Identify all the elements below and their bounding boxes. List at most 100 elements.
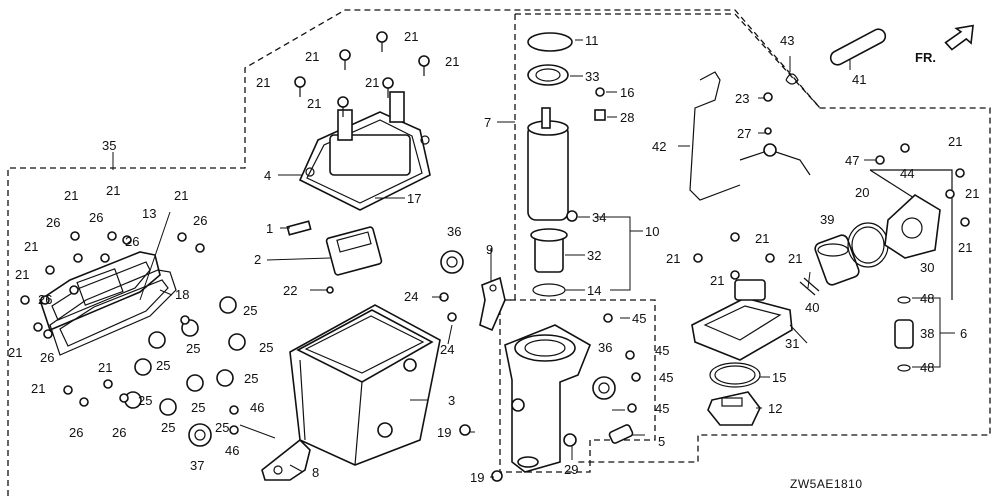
label-28: 28 [620,110,634,125]
label-26-g: 26 [69,425,83,440]
label-21-left-e: 21 [15,267,29,282]
label-23: 23 [735,91,749,106]
label-26-b: 26 [46,215,60,230]
label-25-i: 25 [215,420,229,435]
label-25-a: 25 [243,303,257,318]
label-25-f: 25 [138,393,152,408]
strainer-cover-31 [691,279,793,361]
label-29: 29 [564,462,578,477]
label-37: 37 [190,458,204,473]
relay-2 [325,226,383,276]
filter-cover-30 [884,194,941,259]
label-21-left-d: 21 [24,239,38,254]
label-33: 33 [585,69,599,84]
label-21-right-b: 21 [965,186,979,201]
bracket-8 [261,438,311,481]
label-45-b: 45 [655,343,669,358]
label-25-h: 25 [161,420,175,435]
label-26-d: 26 [125,234,139,249]
label-47: 47 [845,153,859,168]
bracket-9 [479,276,506,332]
label-46-a: 46 [250,400,264,415]
label-31: 31 [785,336,799,351]
label-8: 8 [312,465,319,480]
gasket-20 [847,222,889,268]
label-21-mid-a: 21 [755,231,769,246]
label-42: 42 [652,139,666,154]
label-16: 16 [620,85,634,100]
assembly-6-bracket [870,169,953,300]
diagram-code: ZW5AE1810 [790,477,863,491]
label-26-c: 26 [193,213,207,228]
label-21-top-d: 21 [256,75,270,90]
label-21-top-c: 21 [445,54,459,69]
assembly-pump-boundary [515,13,821,109]
separator-cover [298,91,431,211]
label-32: 32 [587,248,601,263]
label-26-f: 26 [40,350,54,365]
label-21-right-a: 21 [948,134,962,149]
label-25-c: 25 [259,340,273,355]
label-24-a: 24 [404,289,418,304]
wire-harness-42 [689,71,811,201]
label-7: 7 [484,115,491,130]
label-36-b: 36 [598,340,612,355]
label-21-top-a: 21 [404,29,418,44]
cap-37 [188,423,212,447]
label-21-top-f: 21 [307,96,321,111]
holder-12 [707,391,761,426]
hose-41 [829,28,887,66]
vapor-separator-body [289,304,441,466]
label-25-d: 25 [156,358,170,373]
label-44: 44 [900,166,914,181]
label-19-b: 19 [470,470,484,485]
label-6: 6 [960,326,967,341]
label-30: 30 [920,260,934,275]
cap-36a [440,250,464,274]
label-15: 15 [772,370,786,385]
label-34: 34 [592,210,606,225]
label-40: 40 [805,300,819,315]
label-21-left-a: 21 [106,183,120,198]
label-35: 35 [102,138,116,153]
label-26-h: 26 [112,425,126,440]
label-21-left-h: 21 [31,381,45,396]
filter-housing-29 [504,324,592,473]
spring-5 [608,424,634,444]
terminal-1 [286,220,312,236]
direction-label: FR. [915,50,936,65]
label-14: 14 [587,283,601,298]
assembly-7-boundary [499,14,516,472]
label-48-b: 48 [920,360,934,375]
label-20: 20 [855,185,869,200]
label-9: 9 [486,242,493,257]
label-26-e: 26 [38,292,52,307]
label-21-left-c: 21 [174,188,188,203]
label-25-g: 25 [191,400,205,415]
gasket-18 [49,269,177,356]
label-1: 1 [266,221,273,236]
front-direction-indicator: FR. [915,24,974,65]
part-labels: 11 33 16 28 7 34 10 32 14 43 41 23 27 42… [8,29,979,485]
label-21-left-g: 21 [98,360,112,375]
label-21-mid-b: 21 [666,251,680,266]
label-25-b: 25 [186,341,200,356]
label-39: 39 [820,212,834,227]
cover-plate-13 [39,251,161,332]
gasket-15 [709,362,761,388]
label-13: 13 [142,206,156,221]
label-45-d: 45 [655,401,669,416]
label-25-e: 25 [244,371,258,386]
label-21-left-b: 21 [64,188,78,203]
label-11: 11 [585,33,599,48]
label-22: 22 [283,283,297,298]
label-21-mid-d: 21 [710,273,724,288]
label-3: 3 [448,393,455,408]
label-41: 41 [852,72,866,87]
cap-36b [592,376,616,400]
label-5: 5 [658,434,665,449]
label-10: 10 [645,224,659,239]
label-45-c: 45 [659,370,673,385]
label-45-a: 45 [632,311,646,326]
